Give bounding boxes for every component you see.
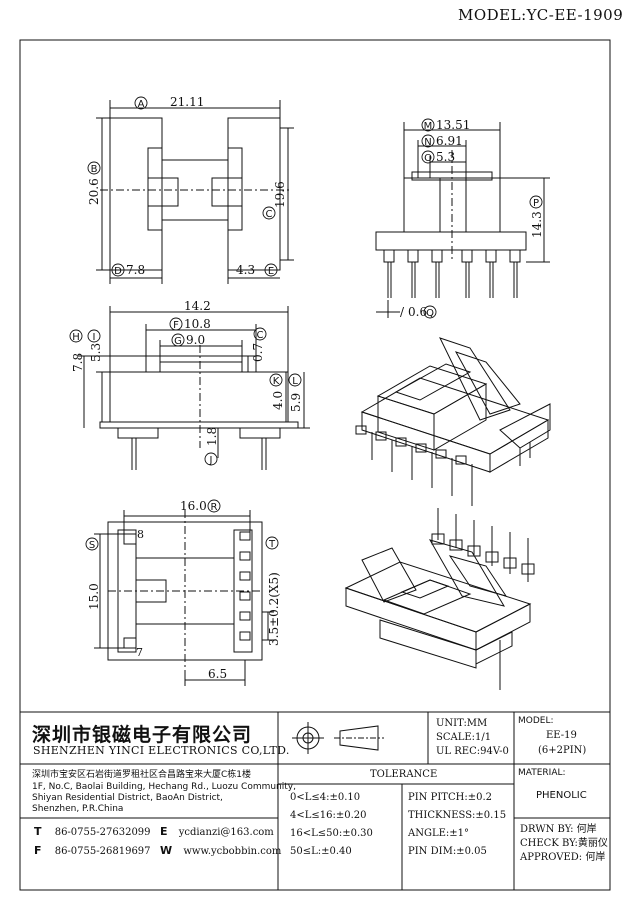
tol-angle: ANGLE:±1°: [408, 828, 470, 839]
tol-pin-pitch: PIN PITCH:±0.2: [408, 792, 492, 803]
dim-r: 16.0: [180, 499, 207, 513]
callout-k: K: [273, 376, 280, 387]
dim-p: 14.3: [530, 211, 544, 238]
dim-d: 7.8: [126, 263, 145, 277]
callout-j: J: [209, 455, 213, 466]
dim-l: 4.0: [271, 391, 285, 410]
tol-3: 16<L≤50:±0.30: [290, 828, 373, 839]
ul-rec: UL REC:94V-0: [436, 746, 509, 757]
dim-j: 5.3: [89, 343, 103, 362]
dim-k: 0.7: [251, 343, 265, 362]
front-view: [96, 100, 294, 284]
tolerance-title: TOLERANCE: [370, 769, 438, 780]
drawing-border: [19, 39, 611, 891]
dim-b: 20.6: [87, 178, 101, 205]
callout-p: P: [533, 198, 539, 209]
address-en-2: Shiyan Residential District, BaoAn Distr…: [32, 793, 223, 803]
address-en-1: 1F, No.C, Baolai Building, Hechang Rd., …: [32, 782, 296, 792]
dim-i: 7.8: [71, 353, 85, 372]
callout-m: M: [424, 121, 433, 132]
email-row: E ycdianzi@163.com: [160, 826, 274, 839]
callout-i: I: [93, 332, 96, 343]
dim-f: 14.2: [184, 299, 211, 313]
callout-d: D: [114, 266, 122, 277]
unit: UNIT:MM: [436, 718, 488, 729]
tol-2: 4<L≤16:±0.20: [290, 810, 367, 821]
model-value: EE-19: [546, 730, 577, 741]
web-row: W www.ycbobbin.com: [160, 845, 281, 858]
checked-by: CHECK BY:黄丽仪: [520, 838, 608, 849]
tol-pin-dim: PIN DIM:±0.05: [408, 846, 487, 857]
projection-symbol: [292, 722, 384, 754]
company-name-cn: 深圳市银磁电子有限公司: [32, 724, 253, 746]
callout-n: N: [424, 137, 431, 148]
scale: SCALE:1/1: [436, 732, 492, 743]
address-cn: 深圳市宝安区石岩街道罗租社区合昌路宝来大厦C栋1楼: [32, 770, 252, 780]
callout-u: C: [257, 330, 264, 341]
dim-n: 6.91: [436, 134, 463, 148]
tel-value: 86-0755-27632099: [54, 827, 151, 838]
tol-thickness: THICKNESS:±0.15: [408, 810, 507, 821]
callout-s: S: [89, 540, 95, 551]
drawn-by: DRWN BY: 何岸: [520, 824, 597, 835]
callout-f: F: [173, 320, 179, 331]
address-en-3: Shenzhen, P.R.China: [32, 804, 124, 814]
approved-by: APPROVED: 何岸: [520, 852, 606, 863]
company-name-en: SHENZHEN YINCI ELECTRONICS CO,LTD.: [33, 744, 290, 757]
dim-q: 0.6: [408, 305, 427, 319]
tel-key: T: [34, 825, 42, 838]
web-value: www.ycbobbin.com: [183, 846, 282, 857]
isometric-view-bottom: [344, 508, 535, 690]
dim-s: 15.0: [87, 583, 101, 610]
model-title: MODEL:YC-EE-1909: [458, 6, 624, 24]
callout-q: Q: [426, 308, 434, 319]
pin-8-label: 8: [137, 528, 144, 541]
callout-markers: [69, 96, 543, 551]
dim-t: 3.5±0.2(X5): [267, 572, 281, 646]
callout-a: A: [138, 99, 145, 110]
dim-u: 6.5: [208, 667, 227, 681]
material-label: MATERIAL:: [518, 768, 566, 778]
callout-c: C: [266, 209, 273, 220]
model-pins: (6+2PIN): [538, 745, 587, 756]
dim-q-slash: /: [400, 305, 405, 319]
material-value: PHENOLIC: [536, 790, 587, 801]
callout-t: T: [268, 539, 276, 550]
callout-l: L: [292, 376, 298, 387]
tol-1: 0<L≤4:±0.10: [290, 792, 361, 803]
fax-row: F 86-0755-26819697: [34, 845, 151, 858]
title-block: [20, 711, 610, 890]
email-key: E: [160, 825, 168, 838]
fax-value: 86-0755-26819697: [54, 846, 151, 857]
isometric-view-top: [355, 337, 551, 506]
web-key: W: [160, 844, 173, 857]
callout-r: R: [211, 502, 218, 513]
callout-g: G: [174, 336, 182, 347]
dim-m2: 5.9: [289, 393, 303, 412]
dim-o: 5.3: [436, 150, 455, 164]
model-label: MODEL:: [518, 716, 554, 726]
callout-e: E: [268, 266, 274, 277]
pin-7-label: 7: [136, 646, 143, 659]
top-view: [78, 306, 310, 470]
callout-b: B: [91, 164, 98, 175]
bottom-view: [94, 510, 274, 686]
tel-row: T 86-0755-27632099: [34, 826, 151, 839]
dim-n2: 1.8: [205, 427, 219, 446]
dim-m: 13.51: [436, 118, 470, 132]
email-value: ycdianzi@163.com: [178, 827, 274, 838]
tol-4: 50≤L:±0.40: [290, 846, 352, 857]
dim-c: 19.6: [273, 181, 287, 208]
fax-key: F: [34, 844, 42, 857]
side-view: [375, 122, 550, 318]
callout-h: H: [72, 332, 80, 343]
dim-a: 21.11: [170, 95, 204, 109]
callout-o: O: [424, 153, 432, 164]
dim-g: 10.8: [184, 317, 211, 331]
dim-h: 9.0: [186, 333, 205, 347]
dim-e: 4.3: [236, 263, 255, 277]
